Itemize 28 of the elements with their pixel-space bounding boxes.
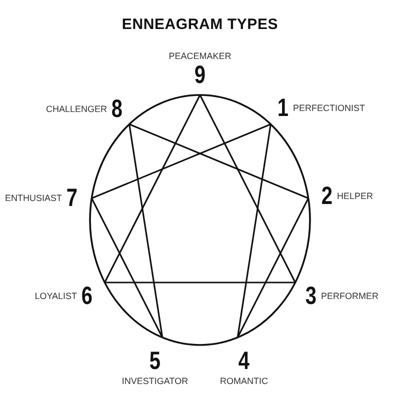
connecting-line [236, 124, 272, 338]
type-number: 5 [149, 348, 161, 374]
type-number: 4 [238, 348, 250, 374]
type-name: PERFECTIONIST [292, 103, 365, 113]
connecting-line [128, 124, 164, 338]
connecting-line [91, 124, 272, 200]
type-name: ENTHUSIAST [5, 193, 62, 203]
type-name: PERFORMER [320, 291, 378, 301]
type-name: INVESTIGATOR [122, 376, 188, 386]
type-number: 7 [66, 186, 78, 210]
type-number: 9 [194, 62, 206, 88]
type-number: 2 [321, 184, 333, 208]
title: ENNEAGRAM TYPES [120, 16, 280, 33]
type-name: HELPER [336, 191, 373, 201]
type-name: CHALLENGER [46, 104, 108, 114]
connecting-line [90, 198, 164, 338]
connecting-line [104, 282, 296, 284]
type-name: LOYALIST [34, 291, 78, 301]
type-name: ROMANTIC [220, 376, 268, 386]
type-number: 8 [111, 96, 123, 122]
connecting-line [128, 124, 309, 200]
connecting-line [199, 94, 296, 283]
type-number: 6 [81, 284, 93, 308]
type-number: 3 [305, 284, 317, 308]
type-number: 1 [277, 96, 289, 120]
type-name: PEACEMAKER [168, 50, 232, 60]
connecting-line [236, 198, 310, 338]
connecting-line [104, 94, 201, 283]
